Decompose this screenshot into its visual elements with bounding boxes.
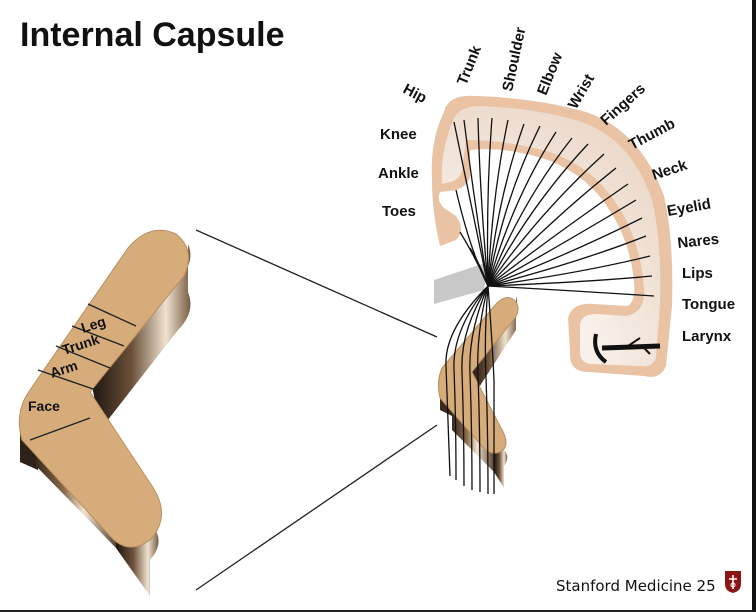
zoom-connector-lines (195, 229, 438, 591)
motor-cortex (431, 95, 673, 377)
small-capsule-top-face (437, 297, 519, 454)
label-trunk: Trunk (454, 43, 485, 88)
divider-arm-face (37, 369, 97, 391)
label-shoulder: Shoulder (499, 26, 529, 93)
label-fingers: Fingers (597, 80, 649, 129)
label-thumb: Thumb (626, 115, 678, 153)
page-title: Internal Capsule (20, 16, 285, 54)
homunculus-labels: Hip Trunk Shoulder Elbow Wrist Fingers T… (378, 26, 735, 345)
label-hip: Hip (400, 81, 429, 107)
label-larynx: Larynx (682, 328, 732, 345)
connector-line-bottom (195, 424, 438, 591)
stanford-medicine-shield-icon (725, 571, 741, 593)
label-knee: Knee (380, 126, 417, 143)
corticospinal-fibers (445, 117, 655, 495)
divider-face-lower (29, 417, 91, 441)
connector-line-top (195, 229, 438, 338)
label-nares: Nares (677, 231, 720, 252)
label-lips: Lips (682, 265, 713, 282)
label-ankle: Ankle (378, 165, 419, 182)
label-elbow: Elbow (534, 50, 566, 98)
capsule-label-face: Face (28, 398, 60, 414)
capsule-end-face-upper (92, 244, 191, 430)
capsule-top-face (18, 229, 189, 548)
footer-credit: Stanford Medicine 25 (556, 577, 716, 595)
label-tongue: Tongue (682, 296, 735, 313)
corpus-callosum (434, 262, 488, 304)
larynx-fiber-branch (593, 333, 661, 364)
label-toes: Toes (382, 203, 416, 220)
label-wrist: Wrist (565, 71, 598, 112)
capsule-enlarged: Leg Trunk Arm Face (18, 229, 191, 596)
cortex-gray-matter (441, 106, 661, 367)
label-neck: Neck (650, 156, 690, 183)
divider-leg-top (87, 303, 137, 327)
capsule-label-leg: Leg (79, 313, 108, 336)
small-capsule-end-lower (494, 444, 508, 488)
capsule-small (437, 296, 519, 488)
label-eyelid: Eyelid (666, 196, 712, 220)
divider-leg-trunk (71, 325, 125, 347)
capsule-region-dividers (29, 303, 137, 441)
divider-trunk-arm (55, 345, 111, 369)
